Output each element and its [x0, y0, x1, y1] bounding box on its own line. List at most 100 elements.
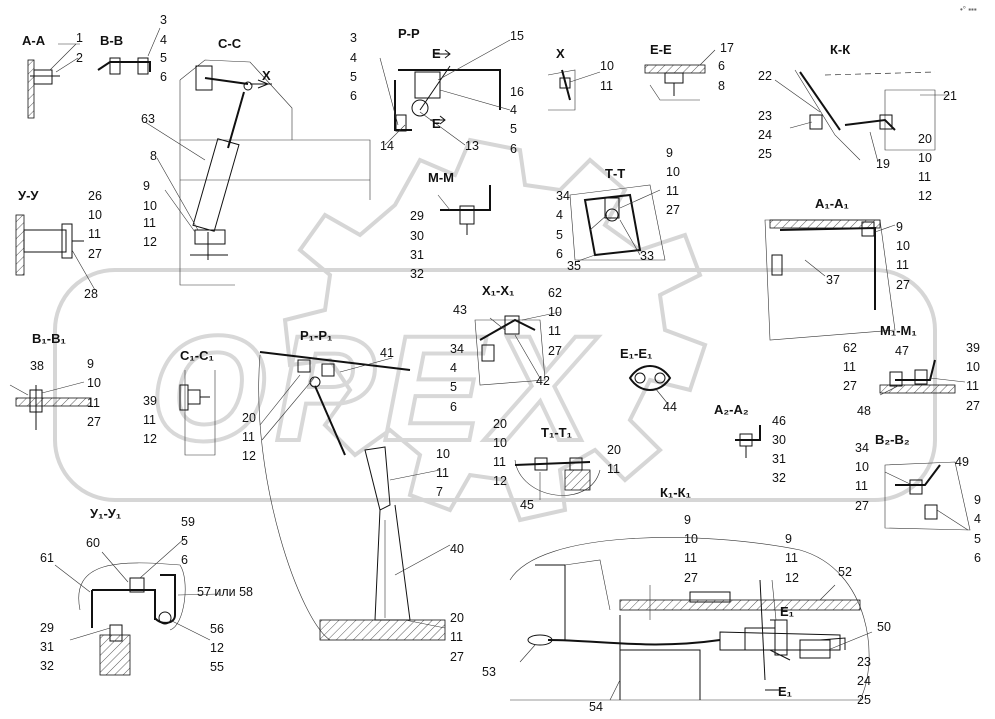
callout: 9 — [896, 220, 903, 234]
section-M1-M1 — [879, 359, 966, 396]
callout: 56 — [210, 622, 224, 636]
section-T1-T1 — [514, 457, 601, 500]
callout: 27 — [843, 379, 857, 393]
callout: 6 — [510, 142, 517, 156]
callout: 32 — [410, 267, 424, 281]
callout: 1 — [76, 31, 83, 45]
callout: 10 — [684, 532, 698, 546]
callout: 10 — [896, 239, 910, 253]
callout: 23 — [857, 655, 871, 669]
section-A2-A2 — [735, 425, 761, 458]
callout: 42 — [536, 374, 550, 388]
callout: 9 — [87, 357, 94, 371]
callout: E₁ — [778, 684, 792, 699]
callout: X — [262, 68, 271, 83]
callout: 52 — [838, 565, 852, 579]
callout: 25 — [758, 147, 772, 161]
callout: 12 — [143, 432, 157, 446]
callout: 12 — [918, 189, 932, 203]
section-E-E — [644, 49, 716, 101]
callout: 9 — [785, 532, 792, 546]
callout: 33 — [640, 249, 654, 263]
callout: 10 — [436, 447, 450, 461]
title-B-B: В-В — [100, 33, 123, 48]
callout: 30 — [410, 229, 424, 243]
callout: 31 — [40, 640, 54, 654]
title-K-K: К-К — [830, 42, 850, 57]
callout: 5 — [450, 380, 457, 394]
callout: 27 — [87, 415, 101, 429]
callout: 12 — [493, 474, 507, 488]
callout-numbers: 1 2 3 4 5 6 X 63 8 9 10 11 12 3 4 5 6 E … — [30, 13, 981, 714]
title-A1-A1: А₁-А₁ — [815, 196, 849, 211]
callout: 20 — [493, 417, 507, 431]
callout: 40 — [450, 542, 464, 556]
callout: 48 — [857, 404, 871, 418]
callout: 27 — [896, 278, 910, 292]
callout: 15 — [510, 29, 524, 43]
callout: 20 — [242, 411, 256, 425]
callout: 27 — [966, 399, 980, 413]
title-Y1-Y1: У₁-У₁ — [90, 506, 121, 521]
callout: 11 — [548, 324, 561, 338]
section-titles: А-А В-В С-С Р-Р X Е-Е К-К У-У М-М Т-Т А₁… — [18, 26, 917, 521]
callout: 5 — [350, 70, 357, 84]
callout: 5 — [556, 228, 563, 242]
callout: 26 — [88, 189, 102, 203]
callout: 41 — [380, 346, 394, 360]
callout: 6 — [160, 70, 167, 84]
callout: 9 — [974, 493, 981, 507]
section-A1-A1 — [764, 219, 896, 341]
callout: 63 — [141, 112, 155, 126]
callout: 55 — [210, 660, 224, 674]
callout: 8 — [150, 149, 157, 163]
callout: 4 — [510, 103, 517, 117]
callout: 45 — [520, 498, 534, 512]
callout: 11 — [684, 551, 697, 565]
callout: 11 — [436, 466, 449, 480]
callout: 11 — [87, 396, 100, 410]
title-X: X — [556, 46, 565, 61]
title-T1-T1: Т₁-Т₁ — [541, 425, 572, 440]
callout: 11 — [600, 79, 613, 93]
callout: 62 — [843, 341, 857, 355]
title-X1-X1: Х₁-Х₁ — [482, 283, 514, 298]
callout: 60 — [86, 536, 100, 550]
callout: 11 — [607, 462, 620, 476]
callout: 44 — [663, 400, 677, 414]
callout: 4 — [974, 512, 981, 526]
callout: 5 — [974, 532, 981, 546]
section-P-P — [379, 39, 511, 146]
title-P-P: Р-Р — [398, 26, 420, 41]
callout: 4 — [556, 208, 563, 222]
callout: 12 — [242, 449, 256, 463]
callout: 22 — [758, 69, 772, 83]
callout: 16 — [510, 85, 524, 99]
callout: 27 — [450, 650, 464, 664]
callout: 6 — [556, 247, 563, 261]
callout: 27 — [548, 344, 562, 358]
callout: 25 — [857, 693, 871, 707]
section-X1-X1 — [474, 311, 561, 386]
section-X — [547, 69, 601, 111]
callout: 34 — [556, 189, 570, 203]
section-P1-P1 — [258, 351, 411, 641]
callout: 8 — [718, 79, 725, 93]
callout: 11 — [88, 227, 101, 241]
callout: E₁ — [780, 604, 794, 619]
callout: 59 — [181, 515, 195, 529]
callout: 11 — [843, 360, 856, 374]
callout: 20 — [450, 611, 464, 625]
callout: 9 — [684, 513, 691, 527]
section-A-A — [27, 43, 80, 119]
callout: 37 — [826, 273, 840, 287]
callout: 54 — [589, 700, 603, 714]
callout: 11 — [493, 455, 506, 469]
callout: 10 — [143, 199, 157, 213]
callout: 3 — [350, 31, 357, 45]
callout: 27 — [855, 499, 869, 513]
title-E-E: Е-Е — [650, 42, 672, 57]
callout: 6 — [718, 59, 725, 73]
callout: 46 — [772, 414, 786, 428]
callout: 34 — [450, 342, 464, 356]
